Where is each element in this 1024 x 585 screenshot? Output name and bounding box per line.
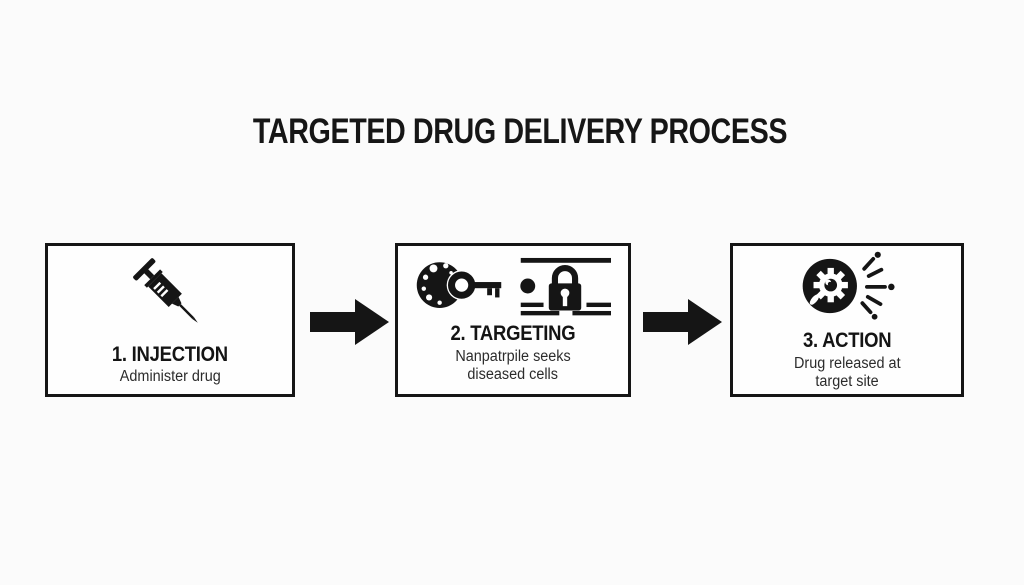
membrane-lock-icon: [519, 255, 611, 317]
nanoparticle-key-icon: [415, 255, 503, 317]
step-box-injection: 1. INJECTION Administer drug: [45, 243, 295, 397]
step2-description-line: Nanpatrpile seeks: [455, 347, 571, 365]
step3-description-line: Drug released at: [793, 354, 901, 372]
step-box-action: 3. ACTION Drug released at target site: [730, 243, 964, 397]
drug-release-burst-icon: [797, 248, 897, 324]
step3-description-line: target site: [815, 373, 879, 391]
syringe-icon: [128, 254, 212, 338]
arrow-right-icon: [643, 297, 723, 347]
step3-heading: 3. ACTION: [802, 329, 892, 353]
arrow-right-icon: [310, 297, 390, 347]
step1-icon-row: [128, 254, 212, 338]
step2-heading: 2. TARGETING: [450, 322, 576, 346]
step1-description-line: Administer drug: [119, 367, 221, 385]
step3-icon-row: [797, 248, 897, 324]
page-title: TARGETED DRUG DELIVERY PROCESS: [252, 112, 788, 151]
step1-heading: 1. INJECTION: [112, 342, 228, 366]
step2-description-line: diseased cells: [467, 366, 559, 384]
step-box-targeting: 2. TARGETING Nanpatrpile seeks diseased …: [395, 243, 631, 397]
step2-icon-row: [415, 255, 611, 317]
